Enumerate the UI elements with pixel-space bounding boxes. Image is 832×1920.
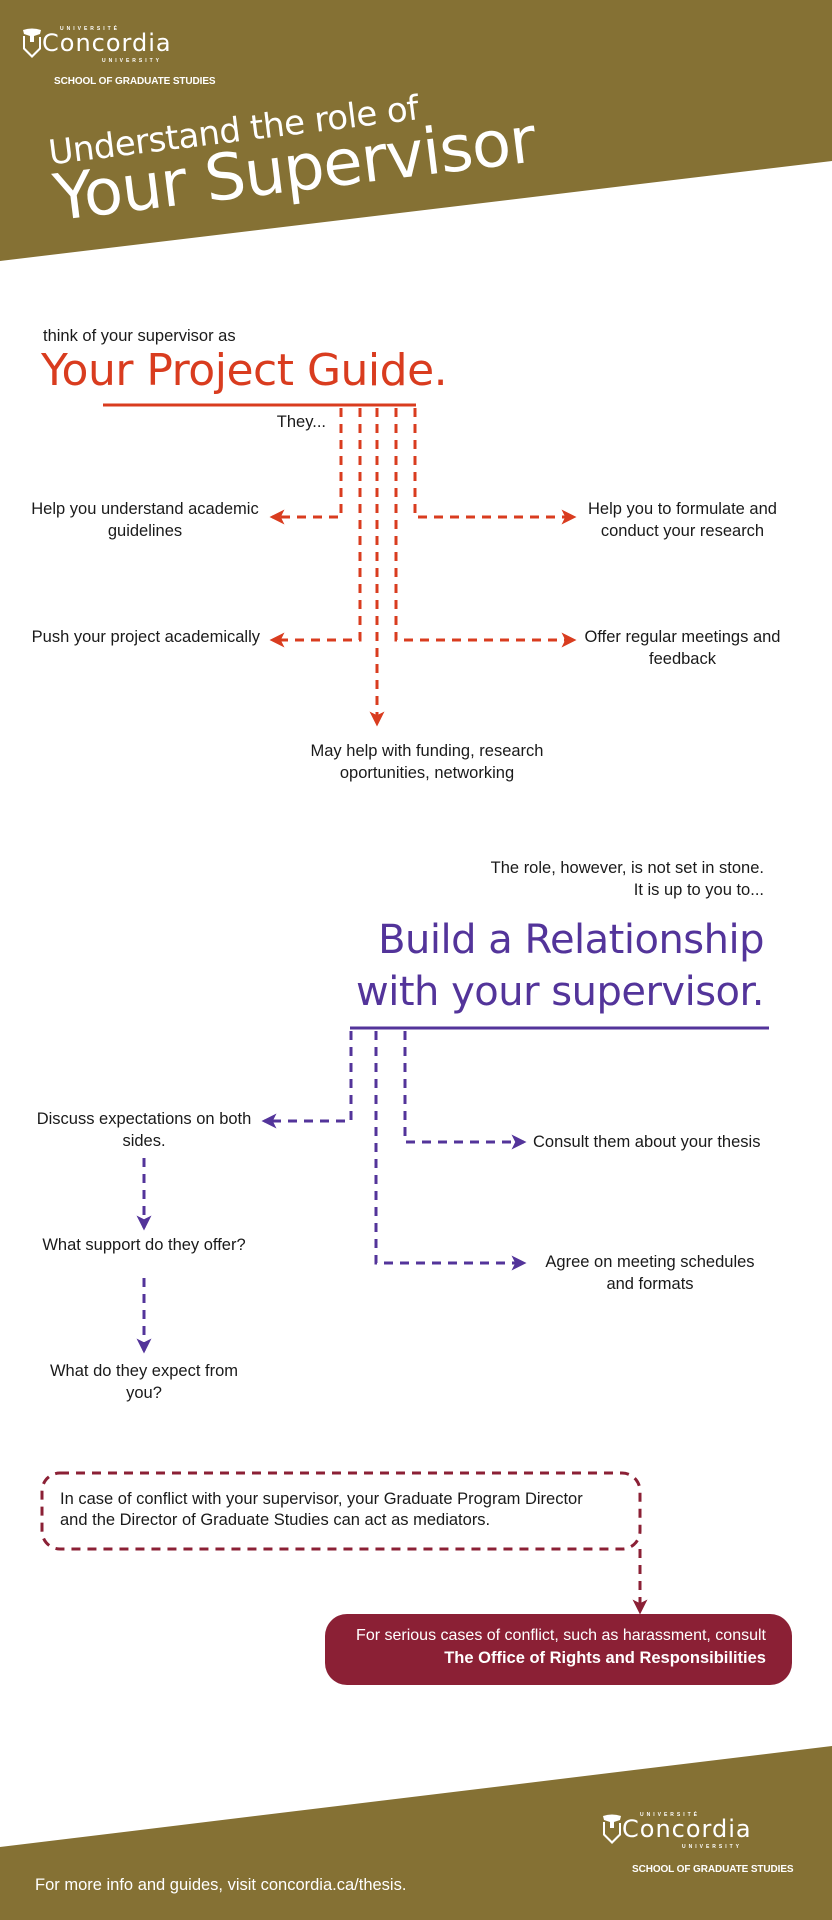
footer-logo: UNIVERSITÉ Concordia UNIVERSITY SCHOOL O… [600,1812,810,1882]
serious-conflict-text: For serious cases of conflict, such as h… [356,1627,766,1644]
guide-item-understand-guidelines: Help you understand academic guidelines [31,500,259,540]
logo-name: Concordia [622,1815,752,1843]
office-rights-link[interactable]: The Office of Rights and Responsibilitie… [444,1649,766,1667]
concordia-shield-icon [23,28,41,58]
header-logo: UNIVERSITÉ Concordia UNIVERSITY SCHOOL O… [20,26,220,96]
relationship-discuss-expectations: Discuss expectations on both sides. [36,1110,252,1150]
header-band [0,0,832,261]
relationship-their-expectations: What do they expect from you? [49,1362,238,1402]
logo-top-word: UNIVERSITÉ [640,1812,701,1818]
guide-item-push-project: Push your project academically [31,628,260,646]
relationship-heading: Build a Relationship with your superviso… [356,917,764,1015]
guide-item-formulate-research: Help you to formulate and conduct your r… [588,500,777,540]
footer-info-text: For more info and guides, visit concordi… [35,1876,407,1894]
serious-conflict-box: For serious cases of conflict, such as h… [325,1614,792,1685]
relationship-intro: The role, however, is not set in stone. … [490,859,764,899]
logo-top-word: UNIVERSITÉ [60,26,121,32]
guide-heading: Your Project Guide. [41,345,448,396]
guide-item-funding: May help with funding, research oportuni… [310,742,544,782]
logo-school-name: SCHOOL OF GRADUATE STUDIES [54,76,216,87]
relationship-meeting-schedules: Agree on meeting schedules and formats [545,1253,755,1293]
guide-intro: think of your supervisor as [43,327,236,345]
logo-bottom-word: UNIVERSITY [102,58,163,64]
relationship-support-offered: What support do they offer? [42,1236,246,1254]
relationship-consult-thesis: Consult them about your thesis [533,1133,761,1151]
footer-band [0,1746,832,1920]
conflict-mediators-text: In case of conflict with your supervisor… [60,1490,583,1529]
guide-they: They... [276,413,326,431]
logo-bottom-word: UNIVERSITY [682,1844,743,1850]
logo-school-name: SCHOOL OF GRADUATE STUDIES [632,1864,794,1875]
logo-name: Concordia [42,29,172,57]
guide-item-regular-meetings: Offer regular meetings and feedback [584,628,781,668]
concordia-shield-icon [603,1814,621,1844]
